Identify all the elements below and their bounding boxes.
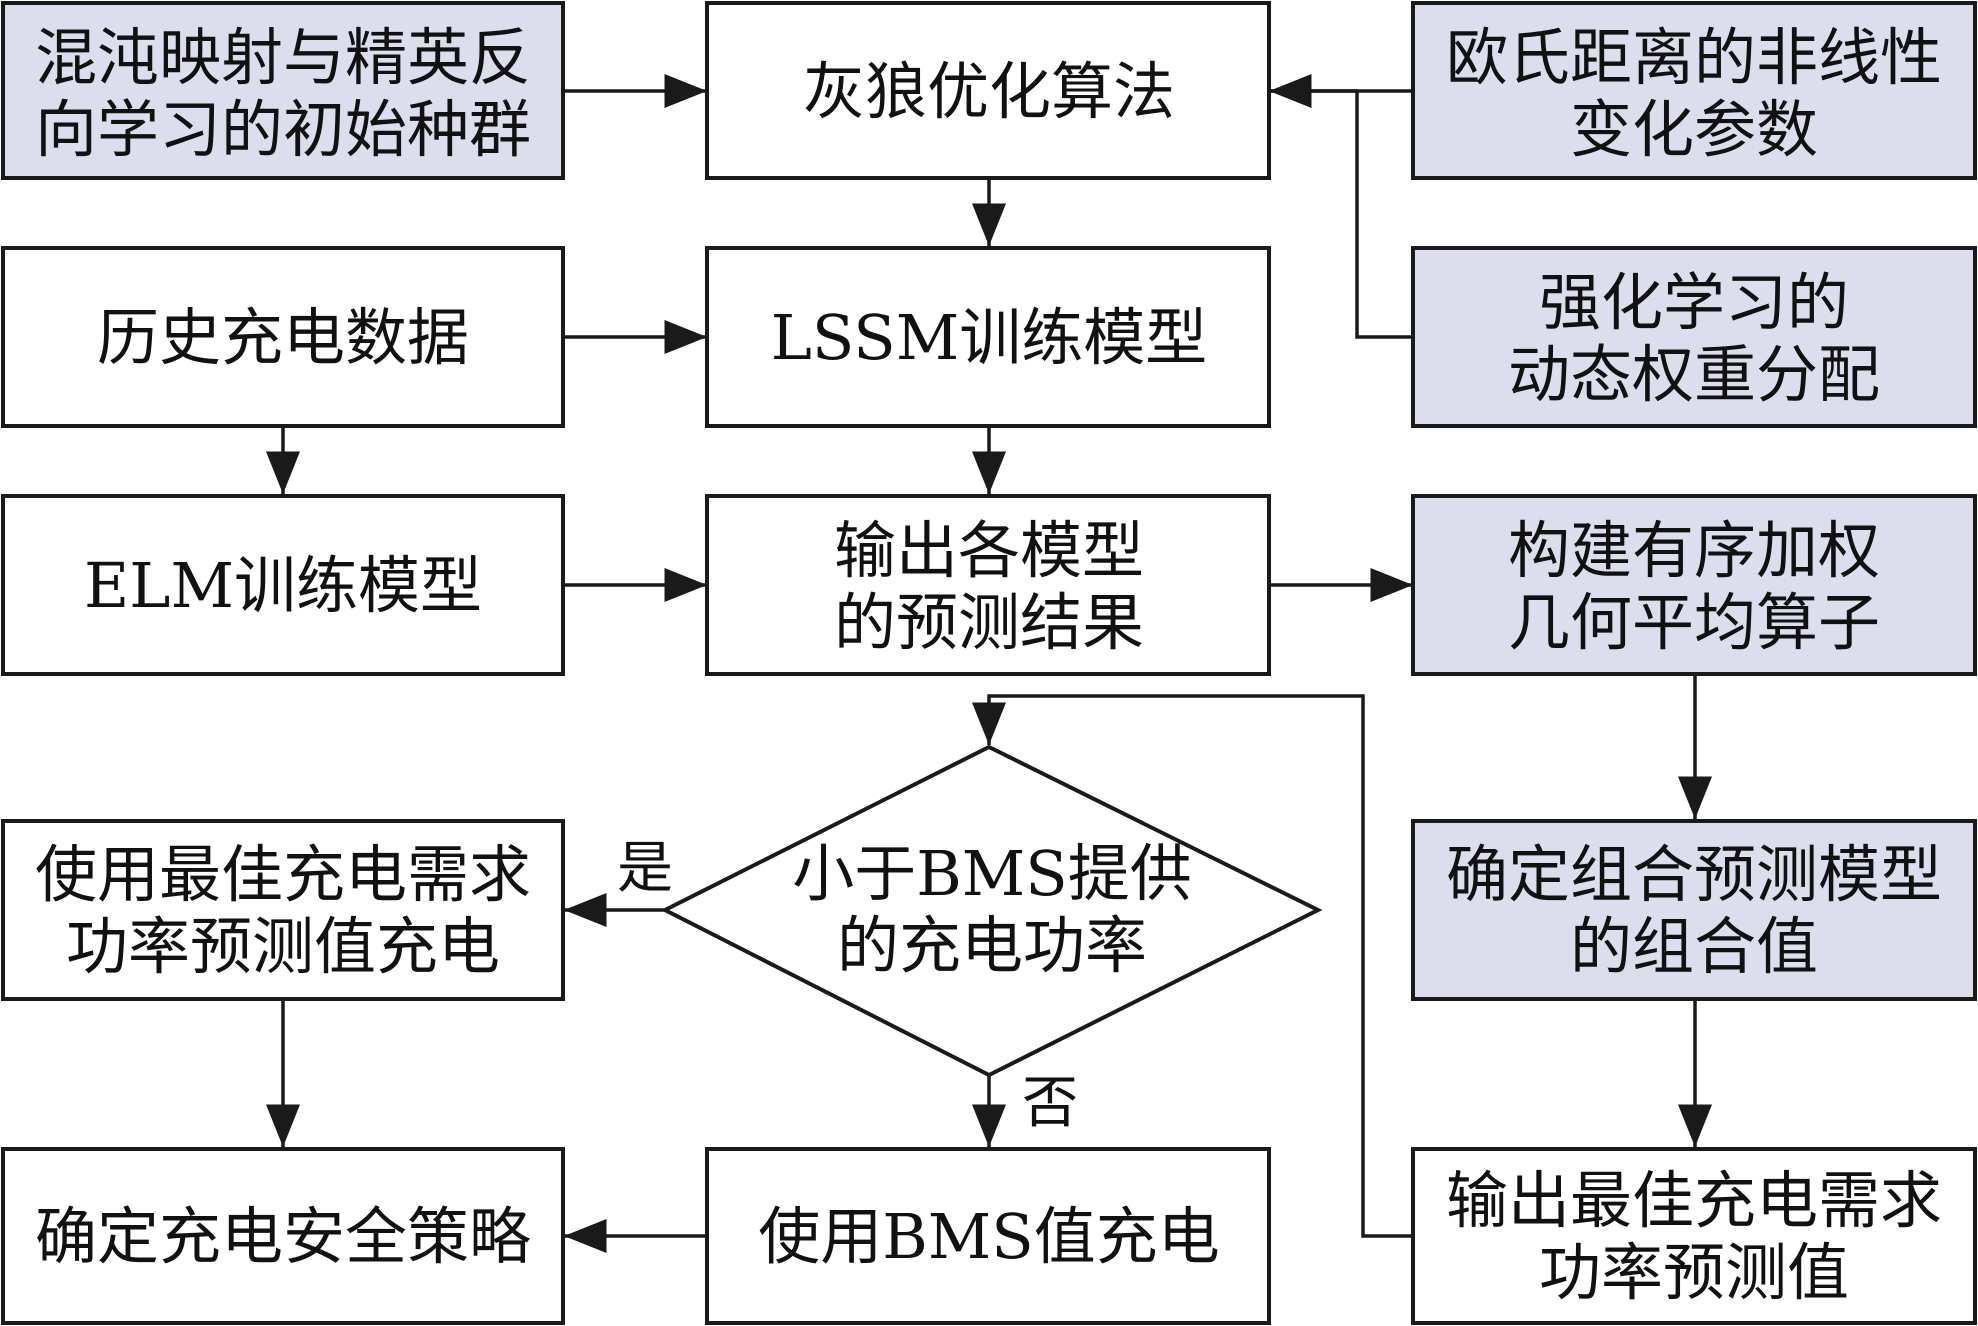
node-owga-operator-label-2: 几何平均算子 [1508,586,1880,659]
node-model-outputs: 输出各模型 的预测结果 [705,494,1271,676]
node-combo-value-label-1: 确定组合预测模型 [1446,838,1942,911]
node-elm-train: ELM训练模型 [1,494,565,676]
node-rl-weight: 强化学习的 动态权重分配 [1411,246,1977,428]
node-best-output: 输出最佳充电需求 功率预测值 [1411,1147,1977,1325]
node-use-bms: 使用BMS值充电 [705,1147,1271,1325]
node-best-output-label-2: 功率预测值 [1539,1236,1849,1309]
node-combo-value: 确定组合预测模型 的组合值 [1411,819,1977,1001]
arrow-best-to-decision [972,694,1413,1238]
node-lssm-train: LSSM训练模型 [705,246,1271,428]
node-use-bms-label-1: 使用BMS值充电 [758,1200,1220,1273]
node-init-population: 混沌映射与精英反 向学习的初始种群 [1,1,565,180]
node-model-outputs-label-1: 输出各模型 [834,514,1144,587]
node-safety-strategy: 确定充电安全策略 [1,1147,565,1325]
line-rl-to-gwo [1355,91,1413,339]
node-euclid-param-label-2: 变化参数 [1570,93,1818,166]
node-init-population-label-2: 向学习的初始种群 [35,93,531,166]
node-euclid-param: 欧氏距离的非线性 变化参数 [1411,1,1977,180]
node-use-best-label-2: 功率预测值充电 [66,910,500,983]
node-model-outputs-label-2: 的预测结果 [834,586,1144,659]
edge-label-no: 否 [1022,1071,1078,1136]
node-owga-operator: 构建有序加权 几何平均算子 [1411,494,1977,676]
node-init-population-label-1: 混沌映射与精英反 [35,21,531,94]
node-owga-operator-label-1: 构建有序加权 [1508,514,1880,587]
node-gwo: 灰狼优化算法 [705,1,1271,180]
connectors [266,74,1712,1253]
node-history-data: 历史充电数据 [1,246,565,428]
node-lssm-train-label-1: LSSM训练模型 [771,301,1208,374]
node-elm-train-label-1: ELM训练模型 [84,549,482,622]
edge-label-yes: 是 [617,836,673,901]
node-gwo-label-1: 灰狼优化算法 [803,55,1175,128]
node-best-output-label-1: 输出最佳充电需求 [1446,1164,1942,1237]
node-rl-weight-label-1: 强化学习的 [1539,266,1849,339]
node-bms-decision: 小于BMS提供 的充电功率 [660,744,1323,1078]
node-bms-decision-label-2: 的充电功率 [837,909,1147,982]
node-use-best-label-1: 使用最佳充电需求 [35,838,531,911]
node-combo-value-label-2: 的组合值 [1570,910,1818,983]
node-use-best: 使用最佳充电需求 功率预测值充电 [1,819,565,1001]
node-euclid-param-label-1: 欧氏距离的非线性 [1446,21,1942,94]
node-safety-strategy-label-1: 确定充电安全策略 [35,1200,531,1273]
node-bms-decision-label-1: 小于BMS提供 [792,837,1192,910]
node-history-data-label-1: 历史充电数据 [97,301,469,374]
node-rl-weight-label-2: 动态权重分配 [1508,338,1880,411]
